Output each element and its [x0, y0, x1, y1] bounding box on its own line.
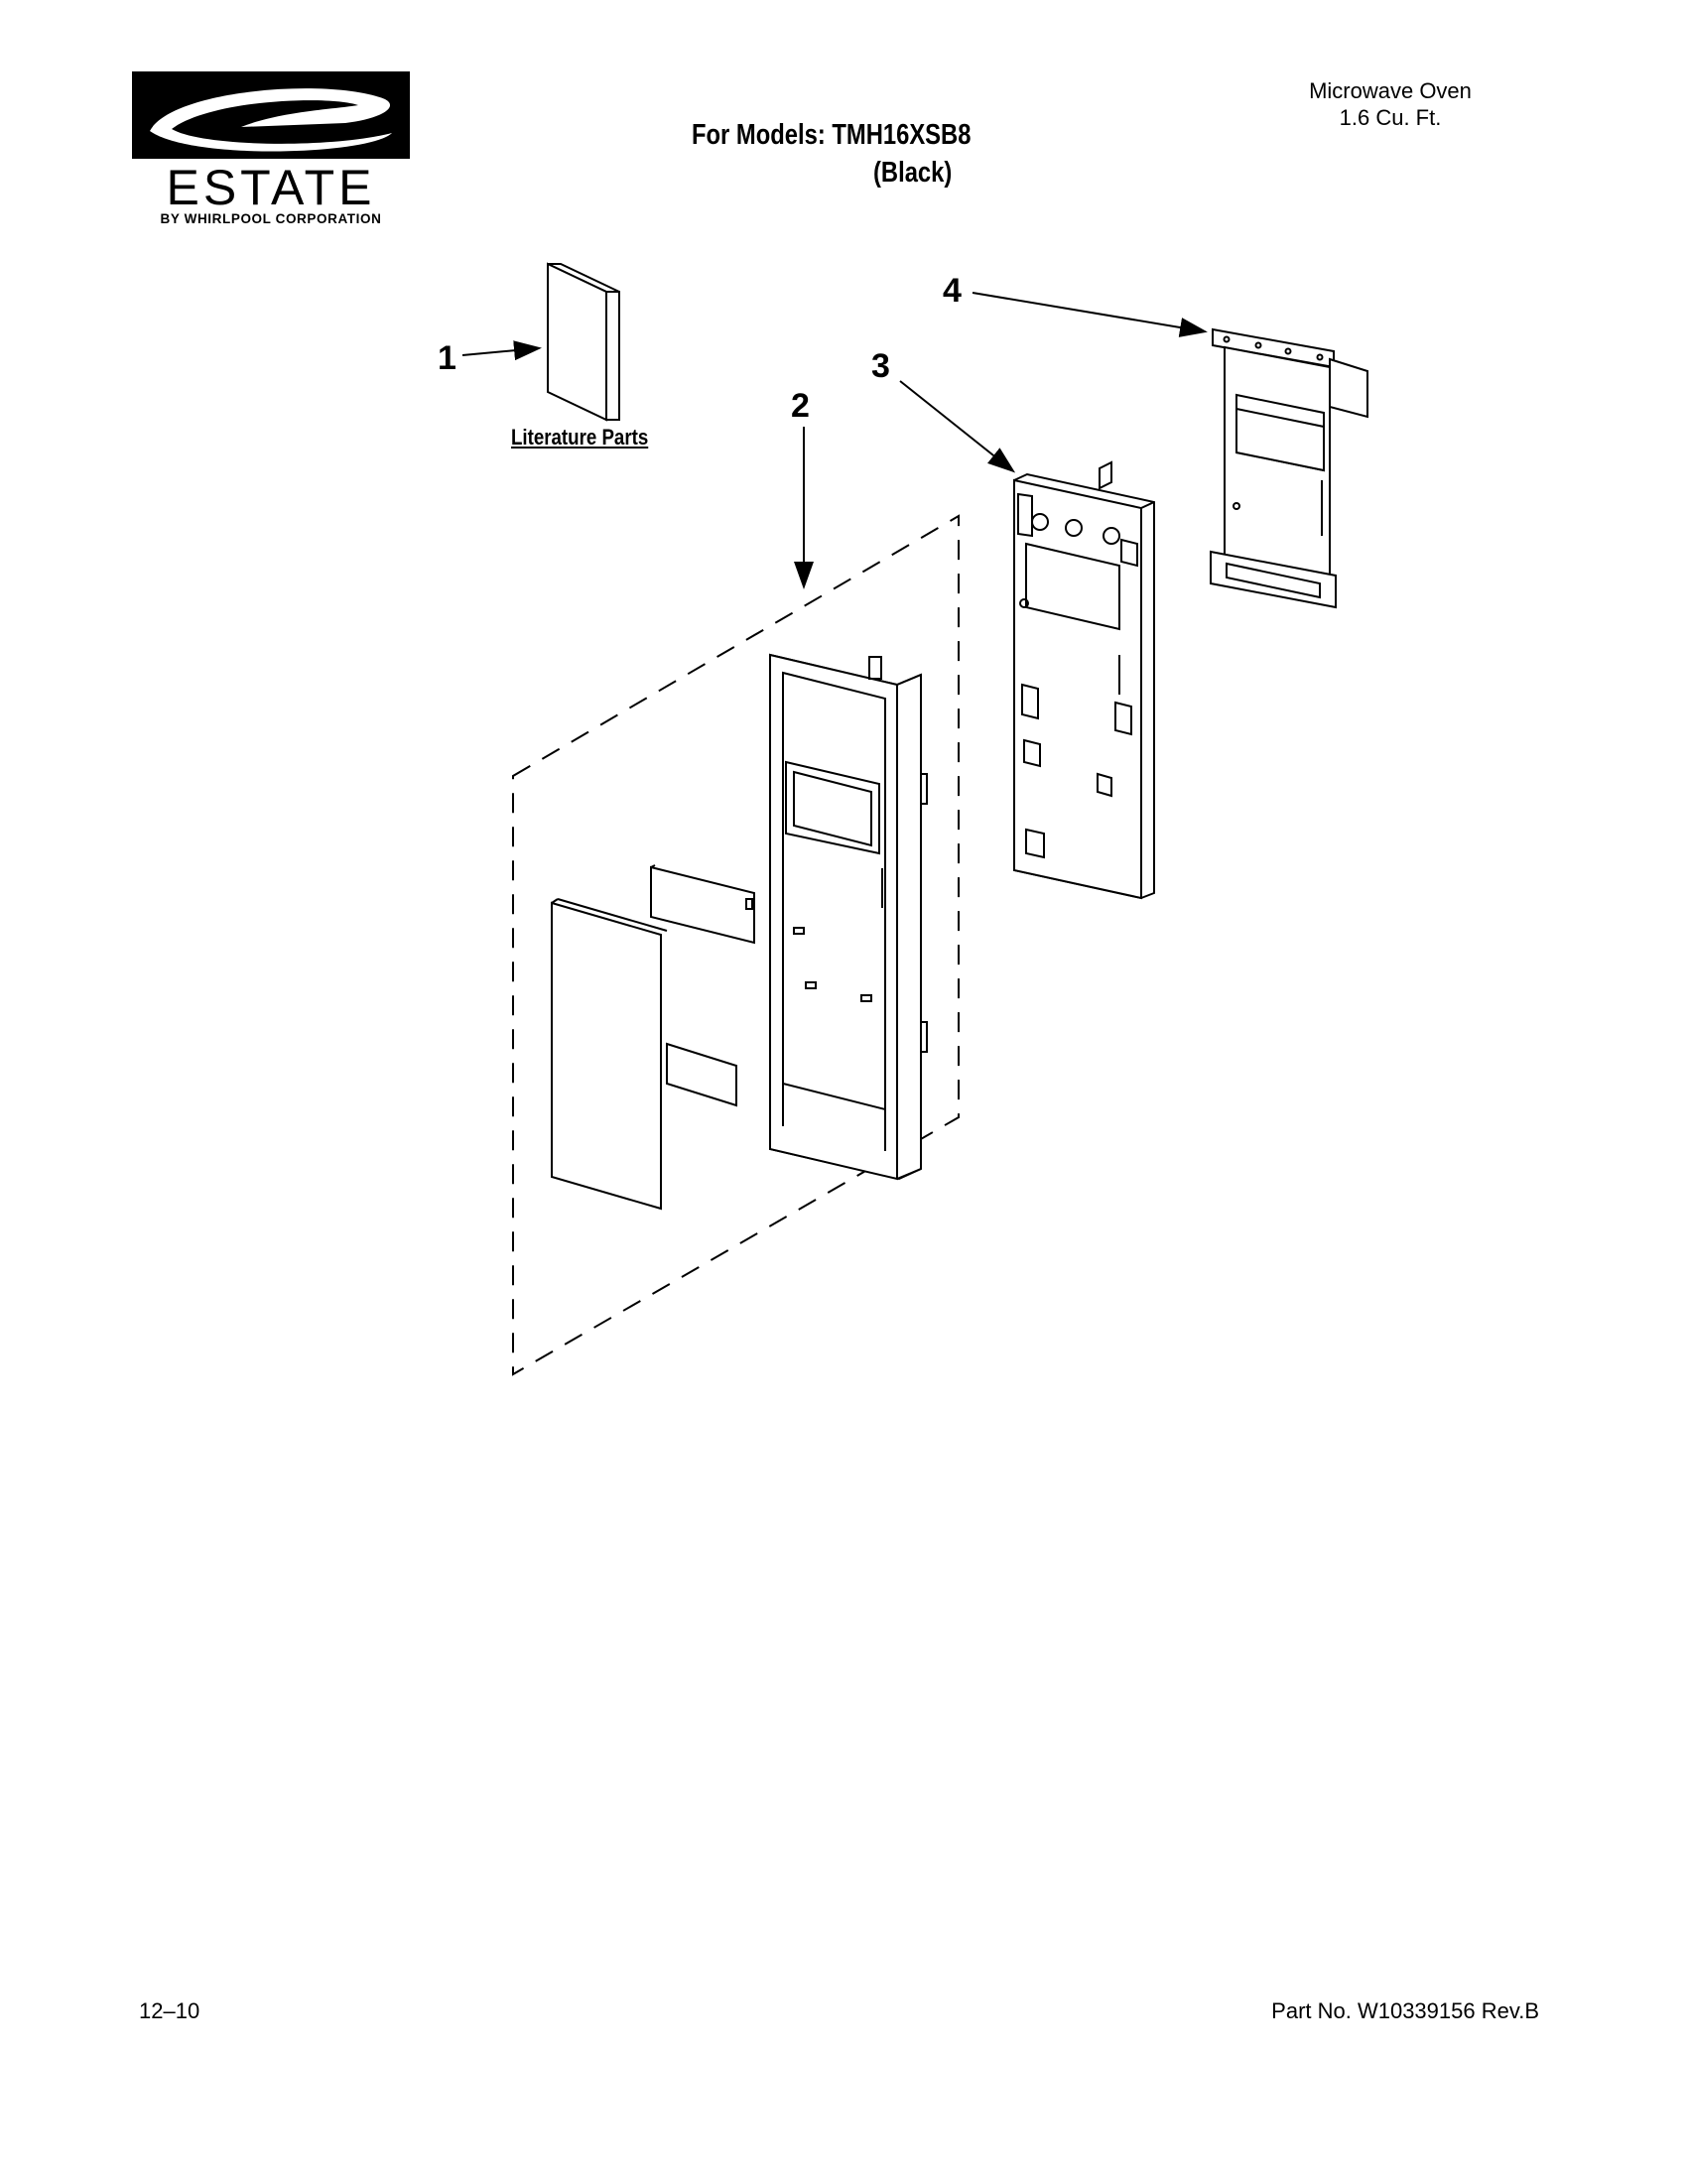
product-title: Microwave Oven 1.6 Cu. Ft. — [1241, 77, 1539, 131]
keypad-tail — [666, 1042, 737, 1107]
display-window — [650, 864, 755, 945]
control-board — [1210, 327, 1368, 609]
estate-logo: ESTATE BY WHIRLPOOL CORPORATION — [132, 71, 410, 226]
literature-parts-label: Literature Parts — [511, 425, 649, 450]
brand-tagline: BY WHIRLPOOL CORPORATION — [161, 211, 382, 226]
callout-4: 4 — [943, 272, 962, 310]
footer-part-number: Part No. W10339156 Rev.B — [1271, 1998, 1539, 2023]
footer-date: 12–10 — [139, 1998, 200, 2023]
callout-arrow-4 — [972, 292, 1208, 337]
callout-arrow-3 — [899, 380, 1016, 473]
product-capacity: 1.6 Cu. Ft. — [1339, 105, 1442, 130]
callout-3: 3 — [871, 347, 890, 385]
membrane-keypad — [551, 898, 668, 1211]
brand-name: ESTATE — [166, 160, 375, 215]
callout-arrow-1 — [461, 340, 542, 361]
literature-booklet — [547, 262, 620, 422]
assembly-boundary — [512, 514, 960, 1376]
control-panel-housing — [1013, 460, 1155, 900]
model-number: For Models: TMH16XSB8 — [692, 119, 972, 151]
model-color: (Black) — [873, 157, 953, 189]
product-type: Microwave Oven — [1309, 78, 1472, 103]
callout-1: 1 — [438, 339, 456, 377]
control-panel-frame — [769, 653, 928, 1181]
callout-2: 2 — [791, 387, 810, 425]
